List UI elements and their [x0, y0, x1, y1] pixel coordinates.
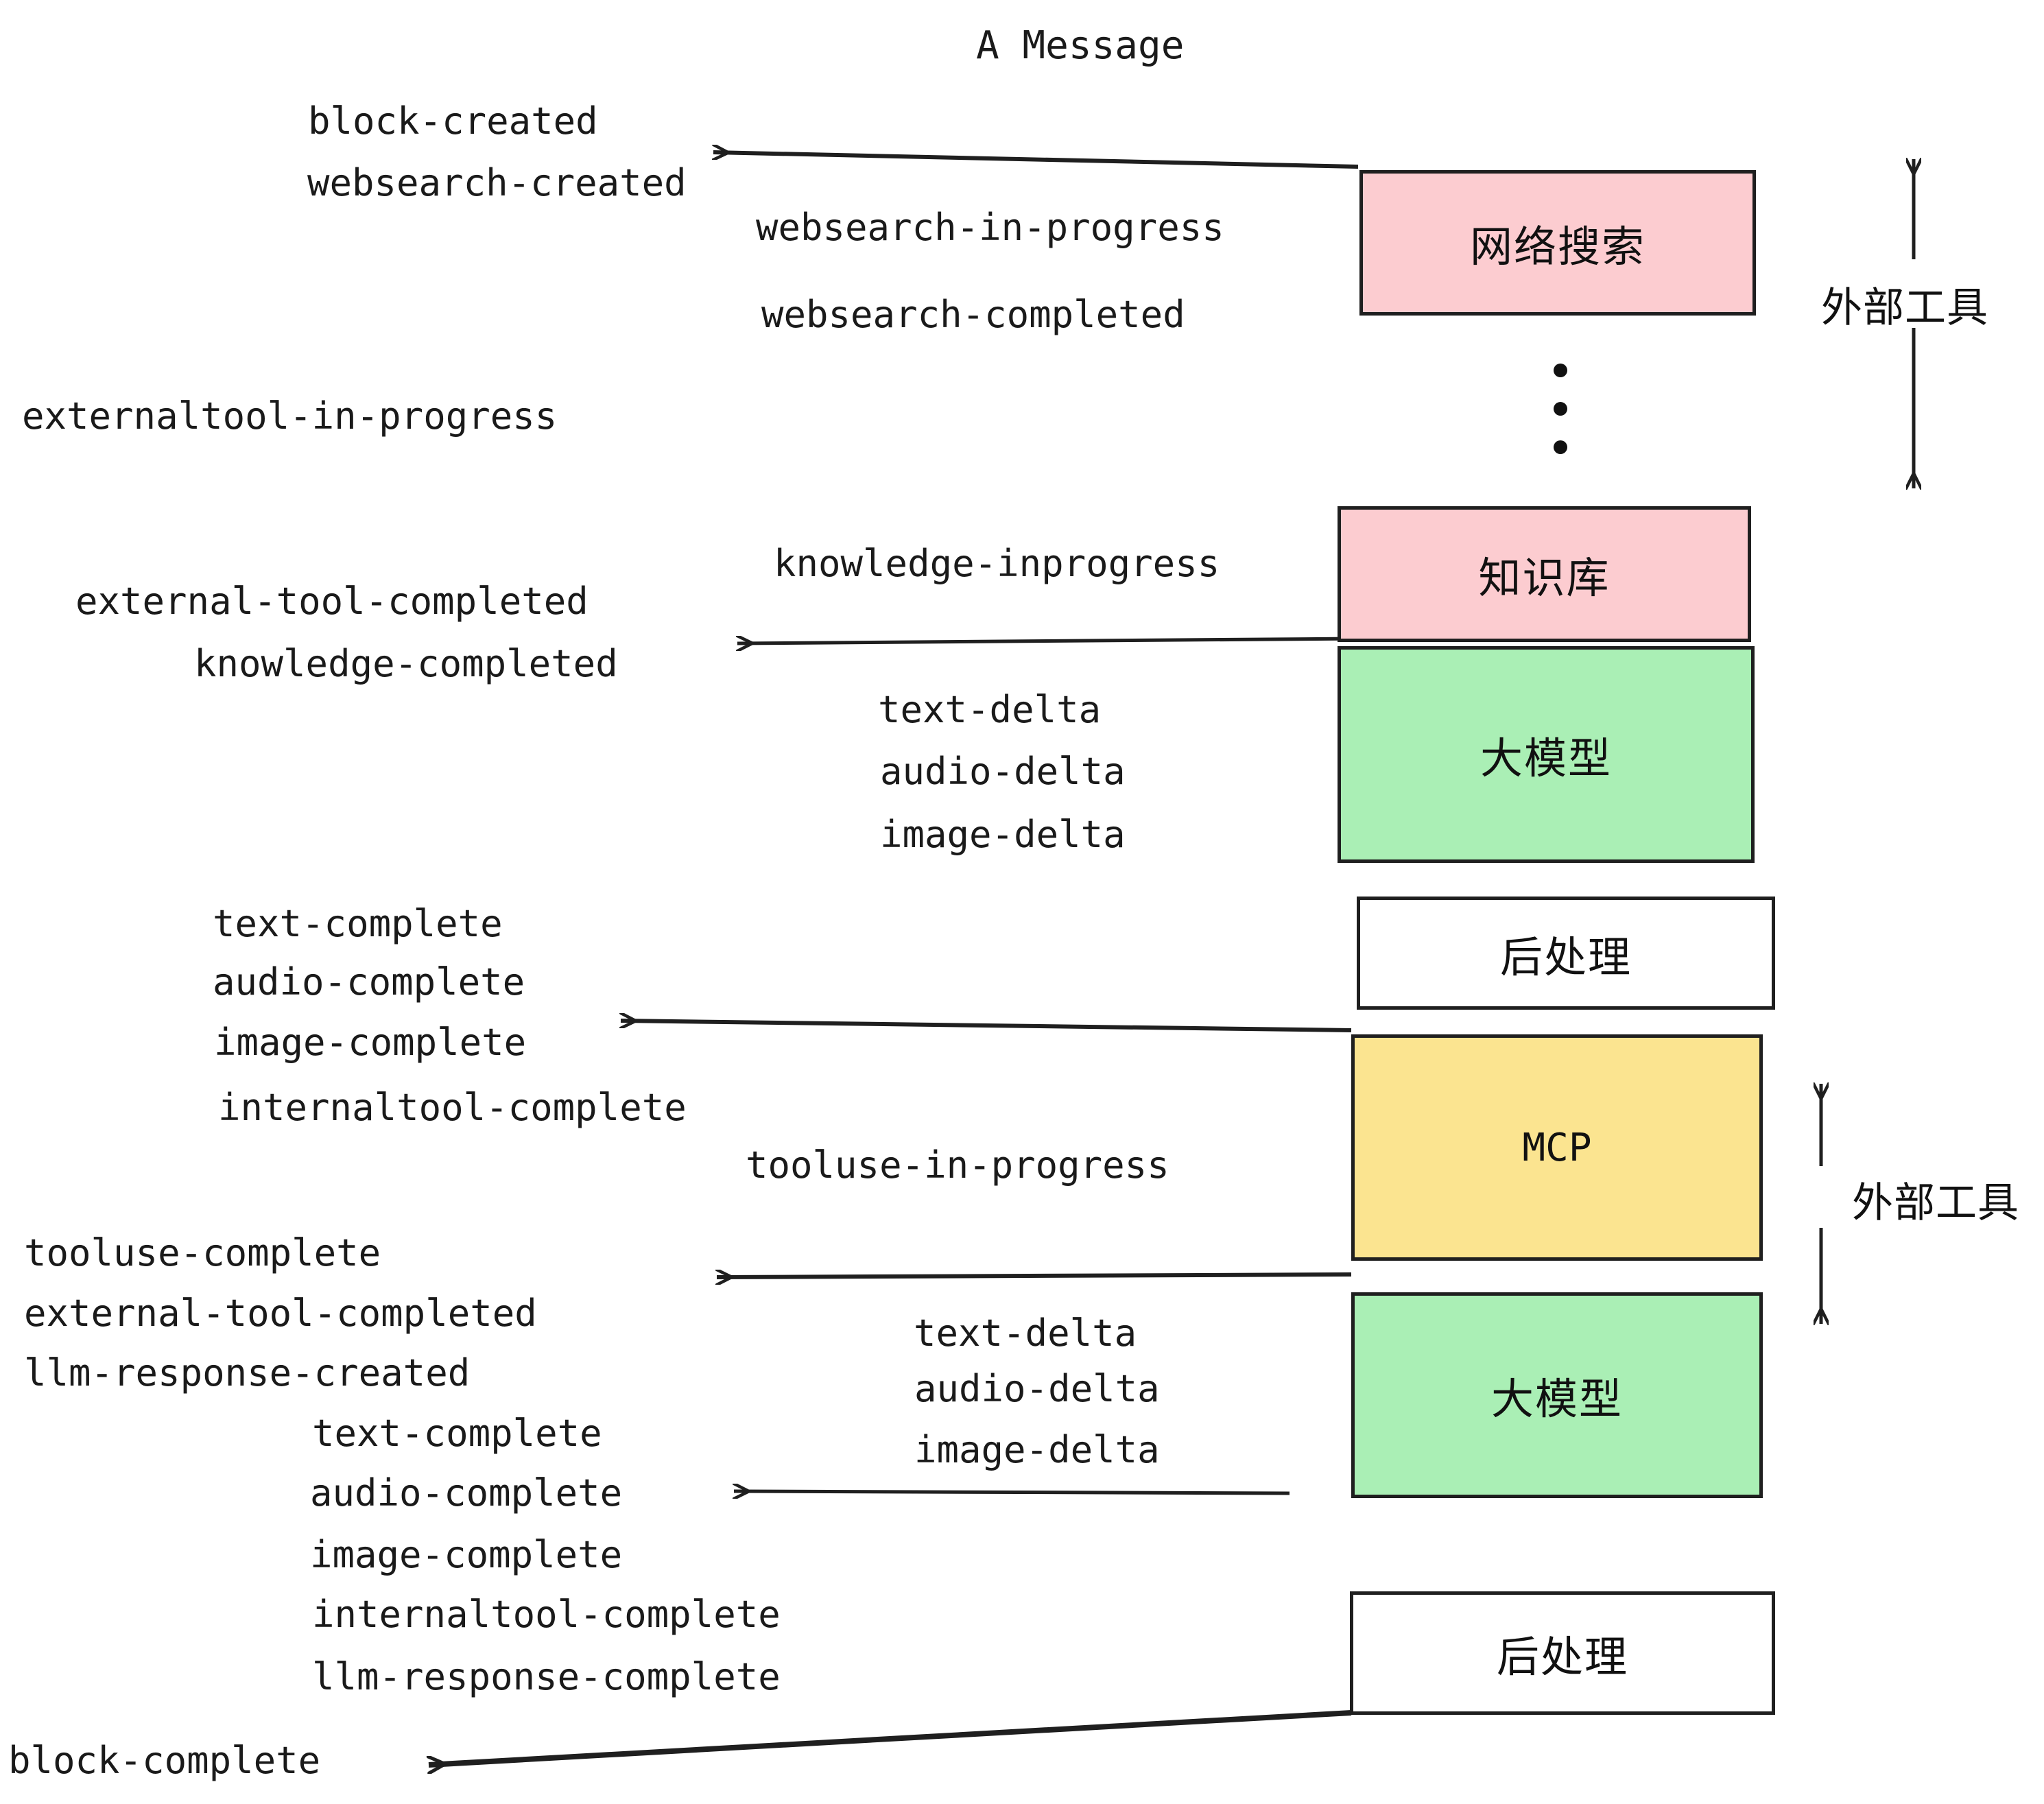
node-mcp-label: MCP	[1522, 1125, 1592, 1170]
event-text-delta-1: text-delta	[878, 688, 1102, 731]
node-postprocess-1[interactable]: 后处理	[1357, 897, 1775, 1010]
node-llm-1[interactable]: 大模型	[1338, 646, 1755, 863]
event-image-complete-2: image-complete	[310, 1533, 623, 1576]
dot-icon	[1554, 440, 1567, 454]
node-websearch[interactable]: 网络搜索	[1359, 170, 1756, 316]
event-external-tool-completed-2: external-tool-completed	[24, 1292, 537, 1335]
event-audio-complete-1: audio-complete	[213, 960, 525, 1004]
event-websearch-completed: websearch-completed	[761, 293, 1185, 336]
event-image-delta-2: image-delta	[914, 1428, 1160, 1471]
event-text-complete-1: text-complete	[213, 902, 503, 945]
event-image-delta-1: image-delta	[880, 813, 1126, 856]
label-external-tools-bottom: 外部工具	[1852, 1179, 2019, 1227]
event-internaltool-complete-2: internaltool-complete	[312, 1593, 781, 1636]
event-llm-response-complete: llm-response-complete	[312, 1655, 781, 1698]
event-text-complete-2: text-complete	[312, 1412, 602, 1455]
arrow-knowledge-to-knowledge-completed	[737, 639, 1359, 643]
event-websearch-created: websearch-created	[307, 161, 687, 204]
node-postprocess-2[interactable]: 后处理	[1350, 1591, 1775, 1715]
node-postprocess-2-label: 后处理	[1496, 1632, 1628, 1682]
label-external-tools-top: 外部工具	[1821, 284, 1988, 332]
event-tooluse-complete: tooluse-complete	[24, 1231, 381, 1274]
event-knowledge-completed: knowledge-completed	[194, 642, 618, 685]
dot-icon	[1554, 364, 1567, 377]
node-knowledge-label: 知识库	[1478, 553, 1611, 603]
event-audio-complete-2: audio-complete	[310, 1471, 623, 1515]
event-block-created: block-created	[308, 99, 598, 143]
node-mcp[interactable]: MCP	[1351, 1034, 1763, 1261]
node-llm-2-label: 大模型	[1490, 1374, 1623, 1424]
arrow-postproc-to-image-complete	[621, 1021, 1352, 1032]
node-llm-2[interactable]: 大模型	[1351, 1292, 1763, 1498]
arrow-mcp-to-tooluse-complete	[717, 1274, 1352, 1277]
event-internaltool-complete-1: internaltool-complete	[218, 1086, 687, 1129]
event-externaltool-in-progress: externaltool-in-progress	[22, 394, 558, 438]
event-tooluse-in-progress: tooluse-in-progress	[746, 1143, 1169, 1187]
dot-icon	[1554, 402, 1567, 416]
node-postprocess-1-label: 后处理	[1499, 931, 1632, 982]
event-websearch-in-progress: websearch-in-progress	[756, 206, 1224, 249]
event-audio-delta-2: audio-delta	[914, 1367, 1160, 1410]
event-knowledge-inprogress: knowledge-inprogress	[774, 542, 1220, 585]
event-image-complete-1: image-complete	[214, 1021, 527, 1064]
node-llm-1-label: 大模型	[1479, 733, 1612, 783]
arrow-llm-to-audio-complete	[734, 1491, 1290, 1493]
ellipsis-dots	[1554, 351, 1567, 466]
event-llm-response-created: llm-response-created	[24, 1351, 471, 1394]
event-external-tool-completed-1: external-tool-completed	[75, 580, 589, 623]
arrow-websearch-to-block-created	[713, 152, 1359, 169]
node-knowledge[interactable]: 知识库	[1338, 506, 1751, 642]
node-websearch-label: 网络搜索	[1469, 222, 1645, 272]
event-text-delta-2: text-delta	[914, 1312, 1137, 1355]
arrow-postproc-to-block-complete	[429, 1710, 1352, 1765]
diagram-title: A Message	[976, 23, 1185, 68]
event-block-complete: block-complete	[8, 1739, 321, 1782]
event-audio-delta-1: audio-delta	[880, 750, 1126, 793]
